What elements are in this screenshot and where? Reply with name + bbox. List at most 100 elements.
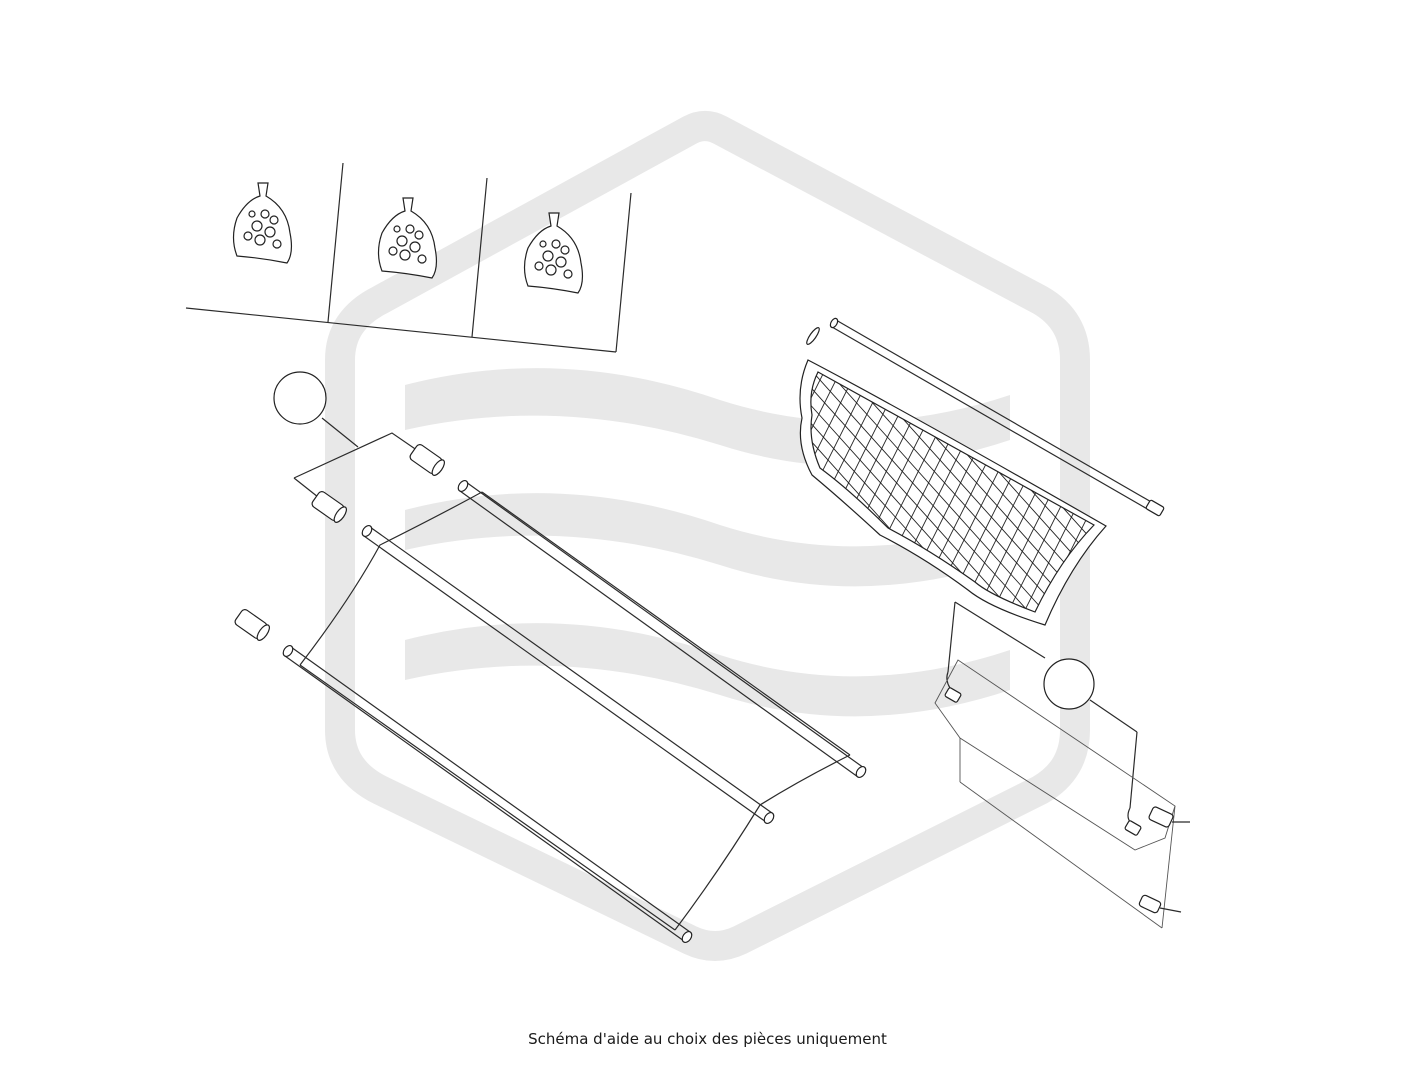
net-strand bbox=[1228, 300, 1415, 700]
net-strand bbox=[810, 372, 1094, 612]
net-strand bbox=[899, 372, 1094, 612]
net-strand bbox=[810, 372, 1005, 612]
net-strand bbox=[0, 300, 124, 700]
net-strand bbox=[1220, 300, 1415, 700]
net-strand bbox=[810, 372, 1093, 612]
net-strand bbox=[1292, 300, 1415, 700]
net-strand bbox=[1180, 300, 1415, 700]
net-strand bbox=[1380, 300, 1415, 700]
net-strand bbox=[36, 300, 236, 700]
net-strand bbox=[1252, 300, 1415, 700]
net-strand bbox=[4, 300, 204, 700]
net-strand bbox=[100, 300, 300, 700]
net-strand bbox=[1124, 300, 1324, 700]
net-bar-cap bbox=[806, 327, 820, 345]
net-strand bbox=[84, 300, 284, 700]
net-strand bbox=[1164, 300, 1415, 700]
mounting-bracket-2 bbox=[1138, 894, 1162, 914]
net-strand bbox=[1116, 300, 1415, 700]
net-strand bbox=[851, 372, 1053, 612]
net-strand bbox=[835, 372, 1037, 612]
net-strand bbox=[1051, 372, 1094, 612]
end-cap-3 bbox=[234, 608, 271, 641]
net-strand bbox=[811, 372, 1094, 612]
net-strand bbox=[1324, 300, 1415, 700]
net-strand bbox=[1332, 300, 1415, 700]
net-strand bbox=[196, 300, 396, 700]
net-strand bbox=[827, 372, 1094, 612]
net-strand bbox=[810, 372, 1094, 612]
net-strand bbox=[810, 372, 1094, 612]
net-strand bbox=[1148, 300, 1415, 700]
net-strand bbox=[1348, 300, 1415, 700]
net-strand bbox=[1244, 300, 1415, 700]
net-strand bbox=[810, 372, 989, 612]
net-strand bbox=[1156, 300, 1356, 700]
net-strand bbox=[1140, 300, 1340, 700]
net-strand bbox=[1196, 300, 1415, 700]
mounting-assembly bbox=[934, 601, 1190, 929]
net-strand bbox=[76, 300, 436, 700]
net-strand bbox=[20, 300, 220, 700]
net-strand bbox=[0, 300, 92, 700]
net-strand bbox=[1236, 300, 1415, 700]
net-strand bbox=[915, 372, 1094, 612]
net-strand bbox=[810, 372, 1045, 612]
net-strand bbox=[1132, 300, 1415, 700]
mounting-hook-1 bbox=[944, 687, 962, 703]
net-strand bbox=[1260, 300, 1415, 700]
net-bar bbox=[806, 317, 1165, 517]
net-strand bbox=[1276, 300, 1415, 700]
net-strand bbox=[0, 300, 60, 700]
net-strand bbox=[1083, 372, 1094, 612]
net-strand bbox=[810, 372, 1077, 612]
diagram-caption: Schéma d'aide au choix des pièces unique… bbox=[528, 1030, 887, 1048]
net-strand bbox=[931, 372, 1094, 612]
net-strand bbox=[1075, 372, 1094, 612]
net-strand bbox=[810, 372, 1061, 612]
net-strand bbox=[819, 372, 1021, 612]
net-strand bbox=[810, 372, 1094, 612]
callout-circle-right bbox=[1043, 658, 1095, 710]
net-strand bbox=[1388, 300, 1415, 700]
net-strand bbox=[92, 300, 452, 700]
net-strand bbox=[1188, 300, 1388, 700]
net-strand bbox=[116, 300, 316, 700]
net-strand bbox=[1356, 300, 1415, 700]
mounting-bracket-1 bbox=[1148, 806, 1174, 828]
net-strand bbox=[0, 300, 188, 700]
net-strand bbox=[132, 300, 332, 700]
net-strand bbox=[859, 372, 1094, 612]
net-strand bbox=[52, 300, 252, 700]
net-strand bbox=[0, 300, 156, 700]
net-strand bbox=[0, 300, 108, 700]
blind-rod-middle bbox=[361, 524, 775, 825]
net-strand bbox=[1300, 300, 1415, 700]
net-strand bbox=[1340, 300, 1415, 700]
net-strand bbox=[0, 300, 76, 700]
net-strand bbox=[810, 372, 973, 612]
callout-circle-left bbox=[273, 371, 425, 498]
net-strand bbox=[883, 372, 1085, 612]
net-strand bbox=[1372, 300, 1415, 700]
end-cap-2 bbox=[311, 490, 348, 523]
hardware-bag-3 bbox=[523, 212, 584, 294]
blind-rod-bottom bbox=[282, 644, 693, 944]
hardware-bag-2 bbox=[377, 197, 438, 279]
net-strand bbox=[1067, 372, 1094, 612]
net-strand bbox=[0, 300, 140, 700]
net-strand bbox=[1091, 372, 1094, 612]
hardware-bags-panel bbox=[185, 162, 632, 353]
end-cap-1 bbox=[409, 443, 446, 476]
roller-blind-cover bbox=[282, 479, 867, 944]
net-strand bbox=[843, 372, 1094, 612]
net-strand bbox=[212, 300, 412, 700]
blind-rod-top bbox=[457, 479, 867, 779]
net-strand bbox=[1172, 300, 1372, 700]
net-strand bbox=[60, 300, 420, 700]
net-strand bbox=[68, 300, 268, 700]
net-strand bbox=[1284, 300, 1415, 700]
net-strand bbox=[947, 372, 1094, 612]
net-strand bbox=[810, 372, 845, 612]
